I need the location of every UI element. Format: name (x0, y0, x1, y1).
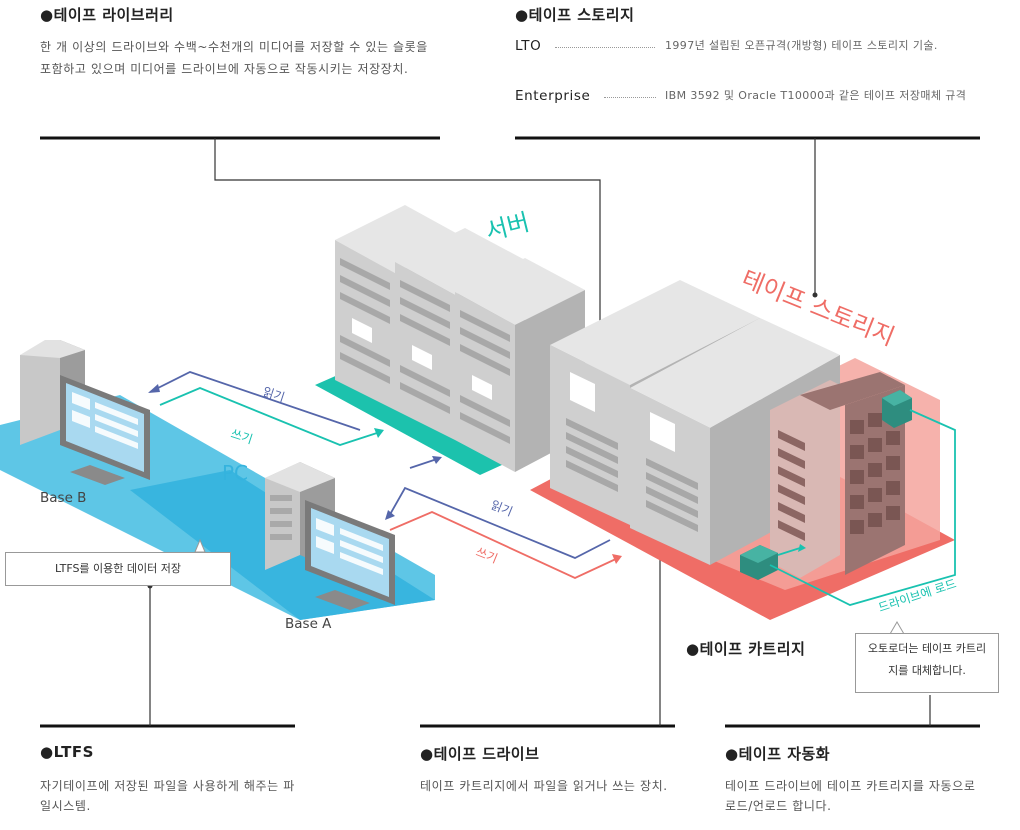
tape-library-shelves (770, 372, 905, 578)
arrow-write-top (159, 387, 381, 446)
tape-library-body: 한 개 이상의 드라이브와 수백~수천개의 미디어를 저장할 수 있는 슬롯을 … (40, 40, 428, 76)
arrow-write-bottom (389, 511, 619, 579)
tape-library-title: ●테이프 라이브러리 (40, 6, 174, 24)
tape-cartridge-label: ●테이프 카트리지 (686, 640, 806, 658)
tape-drive-title: ●테이프 드라이브 (420, 745, 540, 763)
arrow-read-top (149, 371, 361, 431)
term-lto-leader (555, 38, 655, 48)
drive-units (740, 390, 912, 580)
label-read-top: 읽기 (261, 385, 286, 405)
autoloader-callout: 오토로더는 테이프 카트리지를 대체합니다. (855, 633, 999, 693)
term-lto-desc: 1997년 설립된 오픈규격(개방형) 테이프 스토리지 기술. (665, 39, 938, 52)
term-lto: LTO (515, 38, 542, 54)
tape-drive-body: 테이프 카트리지에서 파일을 읽거나 쓰는 장치. (420, 779, 668, 793)
pc-base-a (265, 462, 395, 610)
label-drive-load: 드라이브에 로드 (877, 576, 958, 614)
label-write-top: 쓰기 (229, 427, 254, 447)
term-enterprise: Enterprise (515, 88, 591, 104)
label-pc: PC (222, 461, 248, 485)
tape-storage-title: ●테이프 스토리지 (515, 6, 635, 24)
pc-base-b (20, 340, 150, 485)
term-enterprise-desc: IBM 3592 및 Oracle T10000과 같은 테이프 저장매체 규격 (665, 89, 967, 102)
drive-load-path (769, 409, 956, 606)
ltfs-body: 자기테이프에 저장된 파일을 사용하게 해주는 파일시스템. (40, 779, 295, 813)
tape-automation-title: ●테이프 자동화 (725, 745, 831, 763)
label-write-bottom: 쓰기 (474, 545, 500, 566)
label-base-a: Base A (285, 616, 332, 632)
ltfs-title: ●LTFS (40, 743, 94, 761)
label-base-b: Base B (40, 490, 87, 506)
label-read-bottom: 읽기 (489, 498, 515, 519)
ltfs-callout: LTFS를 이용한 데이터 저장 (5, 552, 231, 586)
section-rules (40, 136, 980, 728)
tape-automation-body: 테이프 드라이브에 테이프 카트리지를 자동으로 로드/언로드 합니다. (725, 779, 976, 813)
term-enterprise-leader (604, 88, 656, 98)
label-server: 서버 (483, 208, 533, 246)
